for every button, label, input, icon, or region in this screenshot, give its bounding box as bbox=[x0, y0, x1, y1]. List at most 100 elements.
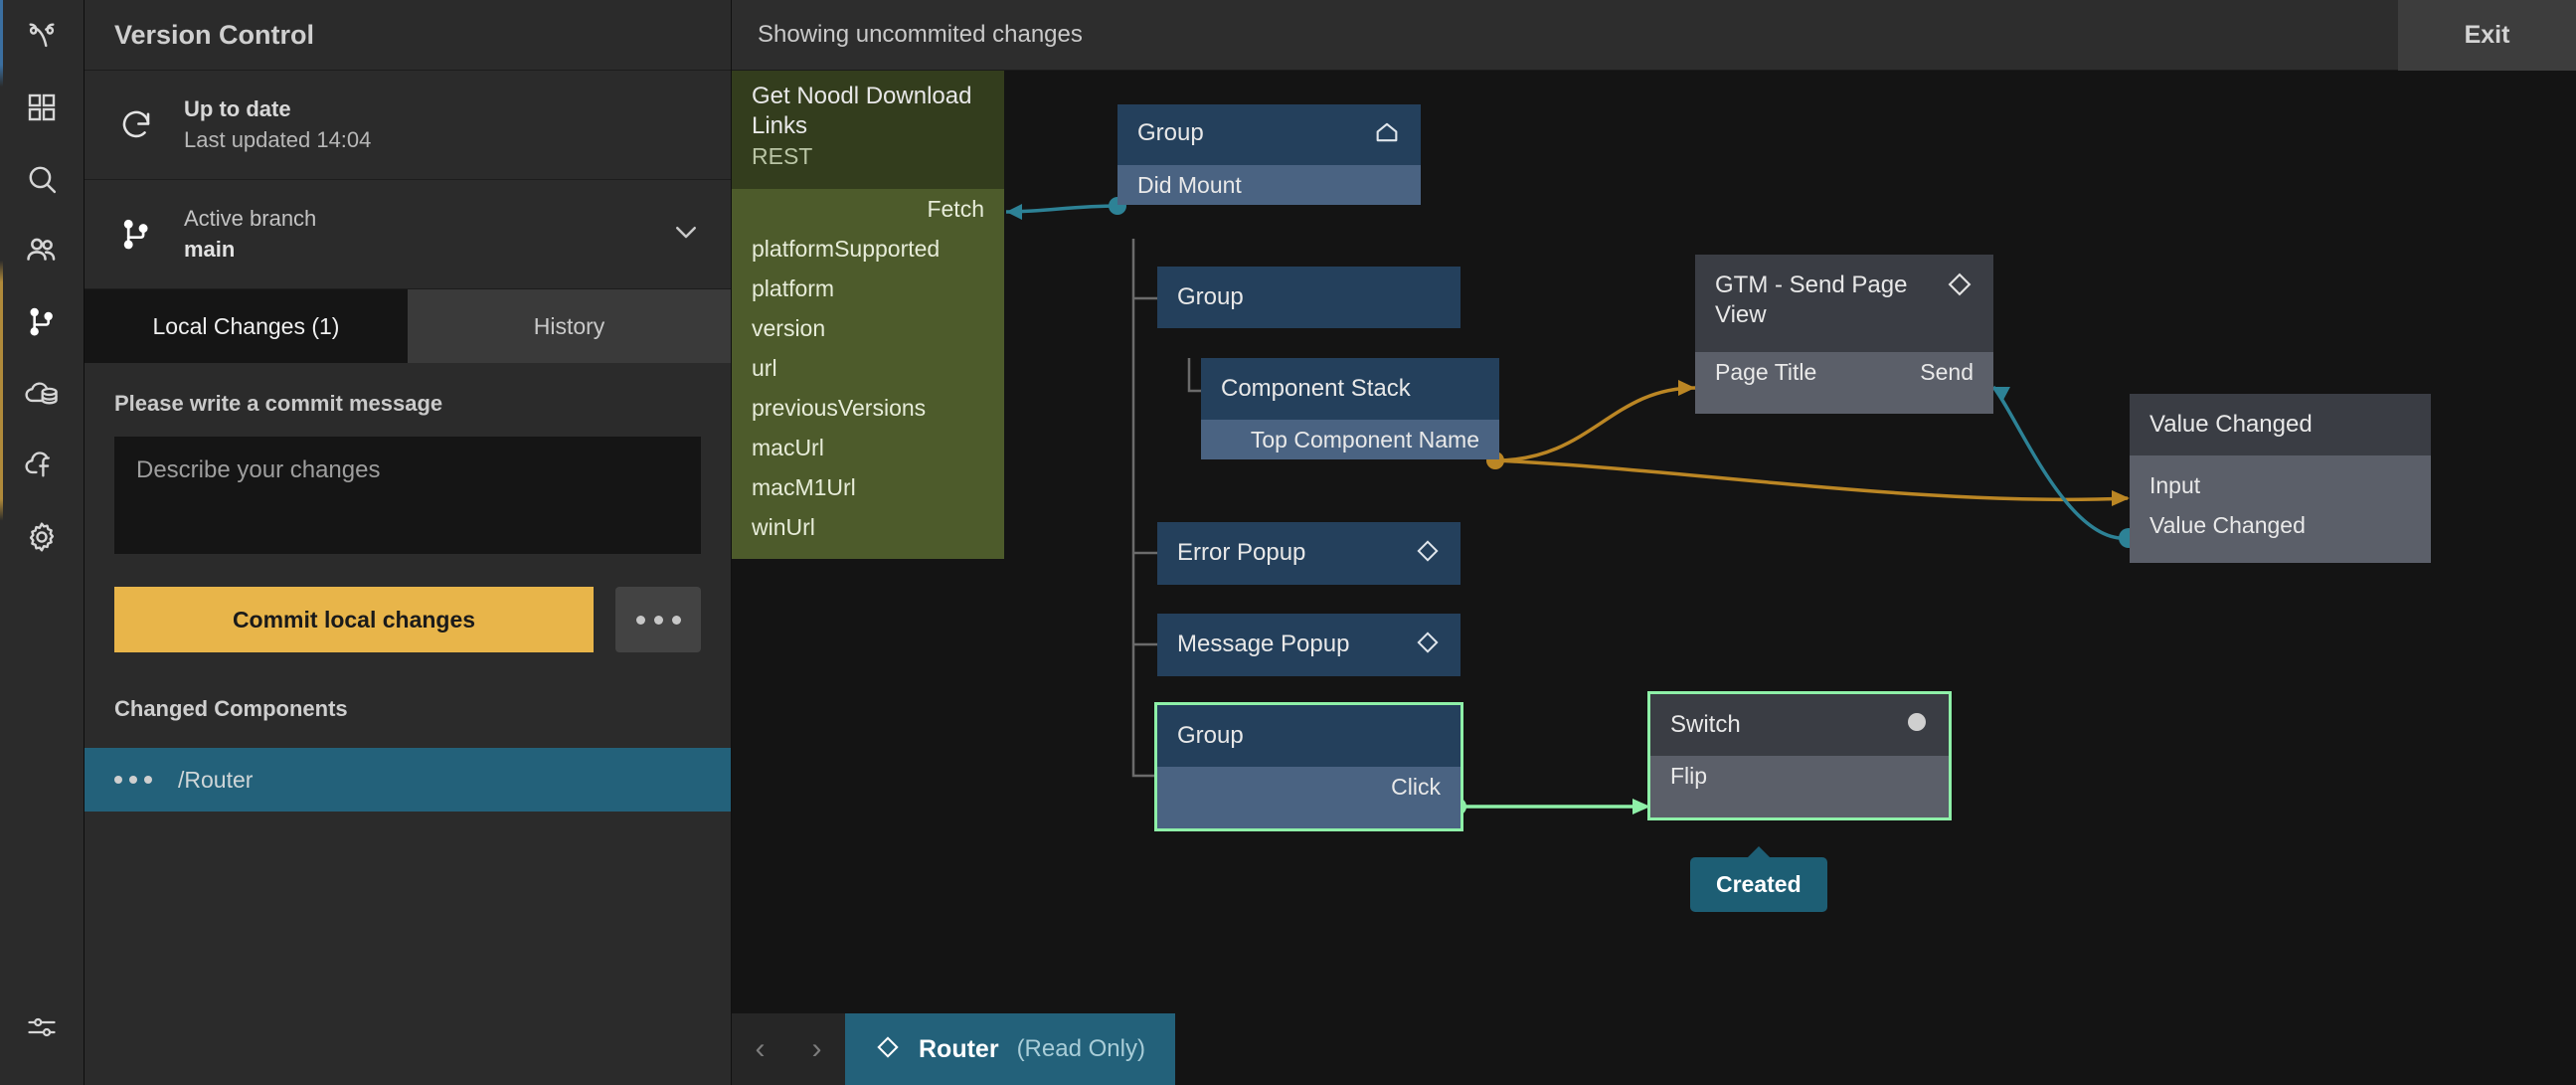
row-menu-icon[interactable] bbox=[114, 776, 152, 784]
port-previousVersions[interactable]: previousVersions bbox=[752, 395, 927, 421]
icon-rail bbox=[0, 0, 85, 1085]
node-body: Fetch platformSupported platform version… bbox=[732, 189, 1004, 559]
node-title: Group bbox=[1177, 283, 1244, 310]
node-header: Get Noodl Download Links REST bbox=[732, 71, 1004, 189]
active-branch-row[interactable]: Active branch main bbox=[85, 180, 731, 289]
dot-icon bbox=[653, 615, 663, 625]
node-header: Component Stack bbox=[1201, 358, 1499, 420]
node-header: Message Popup bbox=[1157, 614, 1460, 676]
active-branch-label: Active branch bbox=[184, 206, 317, 231]
active-branch-value: main bbox=[184, 237, 236, 262]
users-icon[interactable] bbox=[0, 215, 85, 286]
sync-status-detail: Last updated 14:04 bbox=[184, 127, 372, 152]
node-title: GTM - Send Page View bbox=[1715, 271, 1908, 328]
sync-status-headline: Up to date bbox=[184, 96, 291, 121]
node-header: Switch bbox=[1650, 694, 1949, 756]
dot-icon bbox=[671, 615, 681, 625]
node-body: Page Title Send bbox=[1695, 352, 1993, 414]
port-platform[interactable]: platform bbox=[752, 275, 835, 301]
node-error-popup[interactable]: Error Popup bbox=[1157, 522, 1460, 585]
port-click[interactable]: Click bbox=[1391, 774, 1441, 800]
changed-component-row[interactable]: /Router bbox=[85, 748, 731, 812]
port-did-mount[interactable]: Did Mount bbox=[1137, 172, 1242, 198]
commit-actions: Commit local changes bbox=[114, 587, 701, 652]
port-value-changed[interactable]: Value Changed bbox=[2149, 512, 2306, 538]
port-version[interactable]: version bbox=[752, 315, 826, 341]
document-tab-name: Router bbox=[919, 1034, 999, 1063]
port-top-component-name[interactable]: Top Component Name bbox=[1250, 427, 1479, 452]
commit-section: Please write a commit message Commit loc… bbox=[85, 363, 731, 652]
dot-icon bbox=[144, 776, 152, 784]
commit-more-options-button[interactable] bbox=[615, 587, 701, 652]
port-page-title[interactable]: Page Title bbox=[1715, 359, 1817, 385]
rail-accent-strip bbox=[0, 0, 3, 1085]
node-group-click[interactable]: Group Click bbox=[1157, 705, 1460, 828]
node-rest-get-noodl-download-links[interactable]: Get Noodl Download Links REST Fetch plat… bbox=[732, 71, 1004, 559]
components-grid-icon[interactable] bbox=[0, 72, 85, 143]
port-url[interactable]: url bbox=[752, 355, 777, 381]
sliders-icon[interactable] bbox=[0, 992, 85, 1063]
tab-local-changes[interactable]: Local Changes (1) bbox=[85, 289, 408, 363]
node-group-2[interactable]: Group bbox=[1157, 267, 1460, 328]
cloud-data-icon[interactable] bbox=[0, 358, 85, 430]
port-fetch[interactable]: Fetch bbox=[927, 196, 984, 222]
node-header: Group bbox=[1157, 705, 1460, 767]
node-title: Switch bbox=[1670, 711, 1741, 738]
node-body: Did Mount bbox=[1117, 165, 1421, 205]
tab-history[interactable]: History bbox=[408, 289, 731, 363]
nav-buttons: ‹ › bbox=[732, 1013, 845, 1085]
nav-prev-button[interactable]: ‹ bbox=[755, 1032, 766, 1065]
node-body: Input Value Changed bbox=[2130, 455, 2431, 563]
bottom-tab-bar: ‹ › Router (Read Only) bbox=[732, 1013, 2576, 1085]
diamond-icon bbox=[1415, 538, 1441, 569]
port-platformSupported[interactable]: platformSupported bbox=[752, 236, 941, 262]
port-flip[interactable]: Flip bbox=[1670, 763, 1708, 789]
nav-next-button[interactable]: › bbox=[811, 1032, 822, 1065]
uncommitted-changes-message: Showing uncommited changes bbox=[758, 21, 1083, 48]
commit-message-input[interactable] bbox=[114, 437, 701, 554]
port-row-gtm: Page Title Send bbox=[1695, 352, 1993, 392]
document-tab-state: (Read Only) bbox=[1016, 1035, 1145, 1062]
chevron-down-icon[interactable] bbox=[671, 217, 701, 252]
panel-title: Version Control bbox=[85, 0, 731, 71]
version-control-branch-icon[interactable] bbox=[0, 286, 85, 358]
port-macM1Url[interactable]: macM1Url bbox=[752, 474, 856, 500]
node-graph-canvas[interactable]: Get Noodl Download Links REST Fetch plat… bbox=[732, 71, 2576, 1085]
sync-status-row[interactable]: Up to date Last updated 14:04 bbox=[85, 71, 731, 180]
circle-icon bbox=[1905, 710, 1929, 739]
commit-local-changes-button[interactable]: Commit local changes bbox=[114, 587, 594, 652]
node-title: Group bbox=[1137, 119, 1204, 146]
diamond-icon bbox=[875, 1034, 901, 1065]
node-header: Value Changed bbox=[2130, 394, 2431, 455]
port-macUrl[interactable]: macUrl bbox=[752, 435, 824, 460]
node-header: Group bbox=[1157, 267, 1460, 328]
node-value-changed[interactable]: Value Changed Input Value Changed bbox=[2130, 394, 2431, 563]
cloud-functions-icon[interactable] bbox=[0, 430, 85, 501]
top-bar: Showing uncommited changes Exit bbox=[732, 0, 2576, 71]
noodl-logo-icon[interactable] bbox=[0, 0, 85, 72]
search-icon[interactable] bbox=[0, 143, 85, 215]
node-component-stack[interactable]: Component Stack Top Component Name bbox=[1201, 358, 1499, 459]
port-winUrl[interactable]: winUrl bbox=[752, 514, 815, 540]
diamond-icon bbox=[1415, 630, 1441, 660]
dot-icon bbox=[635, 615, 645, 625]
connection-wires bbox=[1005, 197, 2139, 815]
node-gtm-send-page-view[interactable]: GTM - Send Page View Page Title Send bbox=[1695, 255, 1993, 414]
node-title: Group bbox=[1177, 722, 1244, 749]
changed-component-name: /Router bbox=[178, 766, 254, 793]
node-body: Flip bbox=[1650, 756, 1949, 817]
node-message-popup[interactable]: Message Popup bbox=[1157, 614, 1460, 676]
document-tab-router[interactable]: Router (Read Only) bbox=[845, 1013, 1175, 1085]
port-send[interactable]: Send bbox=[1920, 359, 1974, 385]
node-title: Component Stack bbox=[1221, 375, 1411, 402]
port-input[interactable]: Input bbox=[2149, 472, 2201, 498]
node-switch[interactable]: Switch Flip bbox=[1650, 694, 1949, 817]
refresh-icon bbox=[114, 107, 158, 143]
gear-icon[interactable] bbox=[0, 501, 85, 573]
branch-icon bbox=[114, 217, 158, 253]
node-header: Group bbox=[1117, 104, 1421, 165]
exit-button[interactable]: Exit bbox=[2398, 0, 2576, 71]
diamond-icon bbox=[1946, 271, 1974, 303]
node-group-root[interactable]: Group Did Mount bbox=[1117, 104, 1421, 205]
changed-components-title: Changed Components bbox=[114, 696, 348, 721]
